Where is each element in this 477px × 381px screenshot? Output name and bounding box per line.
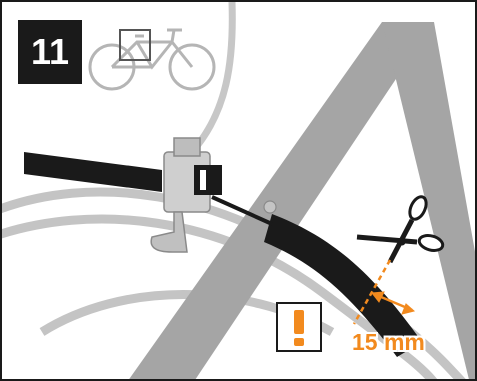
- bicycle-icon: [88, 28, 216, 91]
- scissors-icon: [356, 195, 445, 264]
- exclamation-icon: [294, 310, 304, 346]
- brake-clamp: [150, 137, 277, 253]
- fender-strip: [24, 152, 162, 192]
- fender-strip-lower: [264, 214, 422, 357]
- brake-cable: [189, 2, 236, 155]
- measure-arrow-icon: [352, 259, 416, 325]
- warning-icon: [276, 302, 322, 352]
- measurement-label: 15 mm: [352, 329, 425, 355]
- bike-frame: [129, 22, 475, 379]
- fender-stay: [211, 195, 273, 226]
- step-number-badge: 11: [18, 20, 82, 84]
